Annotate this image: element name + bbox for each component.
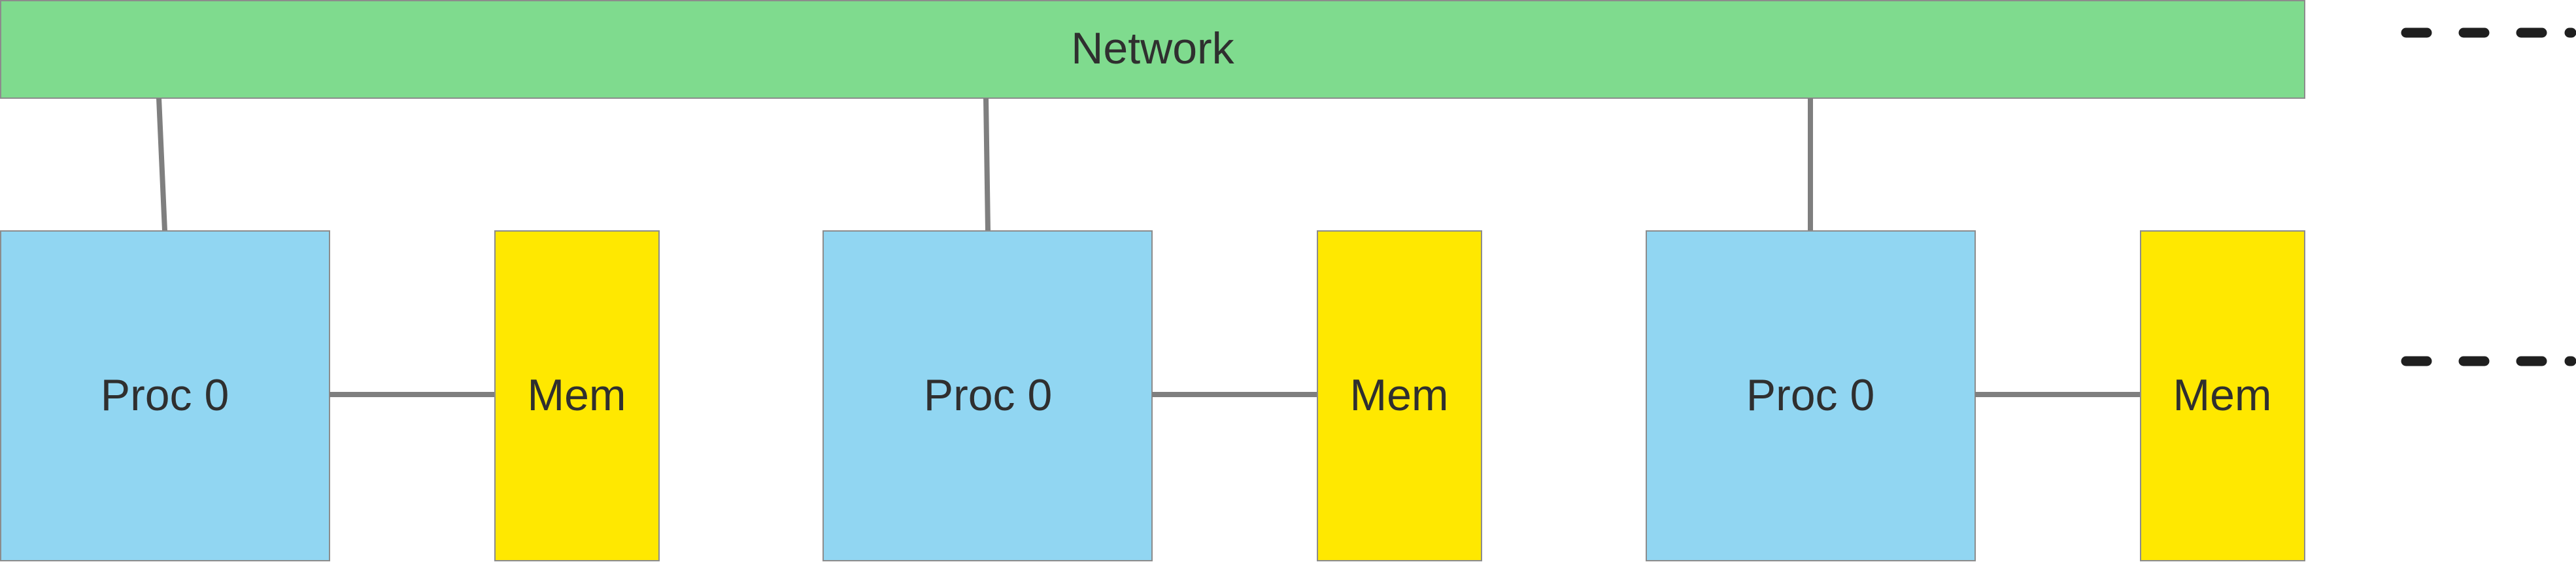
processor-label: Proc 0 [1746, 370, 1875, 420]
network-label: Network [1071, 24, 1234, 73]
memory-label: Mem [2173, 370, 2271, 420]
processor-box [822, 230, 1153, 561]
processor-label: Proc 0 [924, 370, 1053, 420]
memory-label: Mem [527, 370, 626, 420]
memory-box [1317, 230, 1482, 561]
memory-box [2140, 230, 2305, 561]
processor-box [0, 230, 330, 561]
network-bar [0, 0, 2305, 99]
node-1: Proc 0 Mem [0, 97, 660, 561]
network: Network [0, 0, 2305, 99]
memory-label: Mem [1349, 370, 1448, 420]
processor-box [1646, 230, 1976, 561]
node-3: Proc 0 Mem [1646, 98, 2305, 561]
processor-label: Proc 0 [101, 370, 229, 420]
network-to-proc-link [156, 97, 167, 232]
node-2: Proc 0 Mem [822, 97, 1482, 561]
network-to-proc-link [983, 97, 991, 232]
memory-box [494, 230, 660, 561]
